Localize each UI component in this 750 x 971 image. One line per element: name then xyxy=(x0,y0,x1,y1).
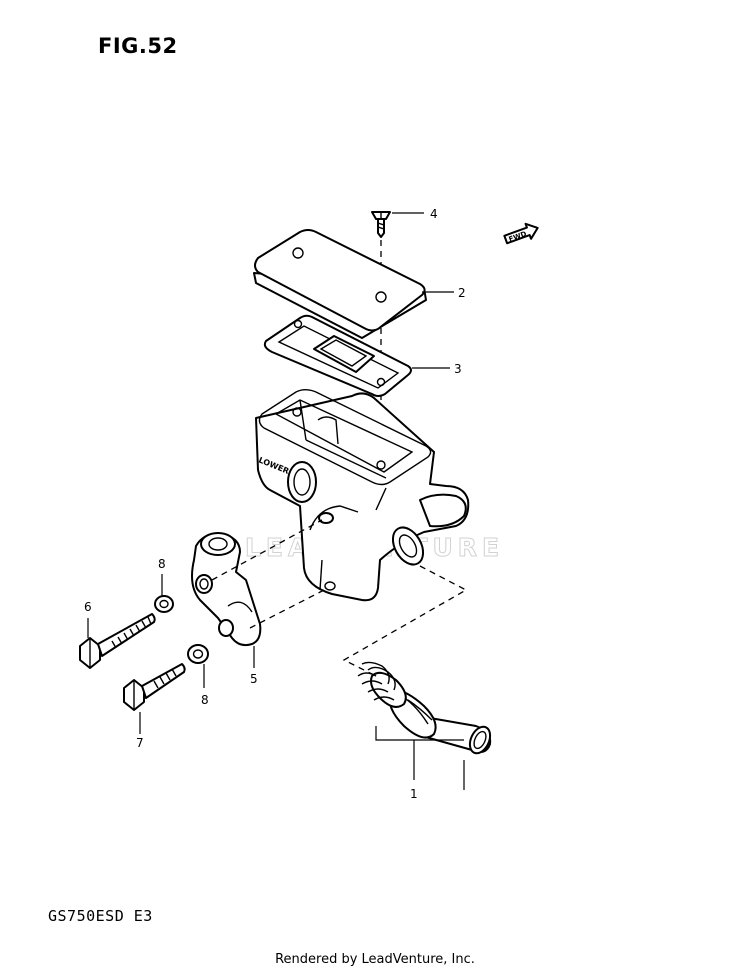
callout-4: 4 xyxy=(430,207,438,221)
washer-icon xyxy=(187,644,209,664)
diaphragm xyxy=(263,314,412,397)
fwd-label: FWD xyxy=(508,230,528,244)
washer-icon xyxy=(154,595,174,613)
handlebar-clamp xyxy=(191,532,262,647)
short-bolt-icon xyxy=(123,663,186,711)
callout-1: 1 xyxy=(410,787,418,801)
assembly-line-piston xyxy=(342,565,468,675)
callout-7: 7 xyxy=(136,736,144,750)
piston-assembly xyxy=(357,661,492,755)
reservoir-cap xyxy=(253,229,427,339)
master-cylinder-body: LOWER xyxy=(255,389,470,602)
assembly-line-upper xyxy=(211,519,323,581)
model-code: GS750ESD E3 xyxy=(48,907,153,925)
screw-icon xyxy=(371,211,391,238)
callout-8-upper: 8 xyxy=(158,557,166,571)
callout-6: 6 xyxy=(84,600,92,614)
callout-3: 3 xyxy=(454,362,462,376)
fwd-arrow-icon: FWD xyxy=(503,222,539,245)
footer-credit: Rendered by LeadVenture, Inc. xyxy=(275,952,475,967)
callout-8-lower: 8 xyxy=(201,693,209,707)
leader-lines xyxy=(87,212,465,790)
figure-title: FIG.52 xyxy=(98,34,178,58)
callout-5: 5 xyxy=(250,672,258,686)
callout-2: 2 xyxy=(458,286,466,300)
assembly-line-lower xyxy=(249,587,329,629)
bolt-icon xyxy=(79,613,156,669)
